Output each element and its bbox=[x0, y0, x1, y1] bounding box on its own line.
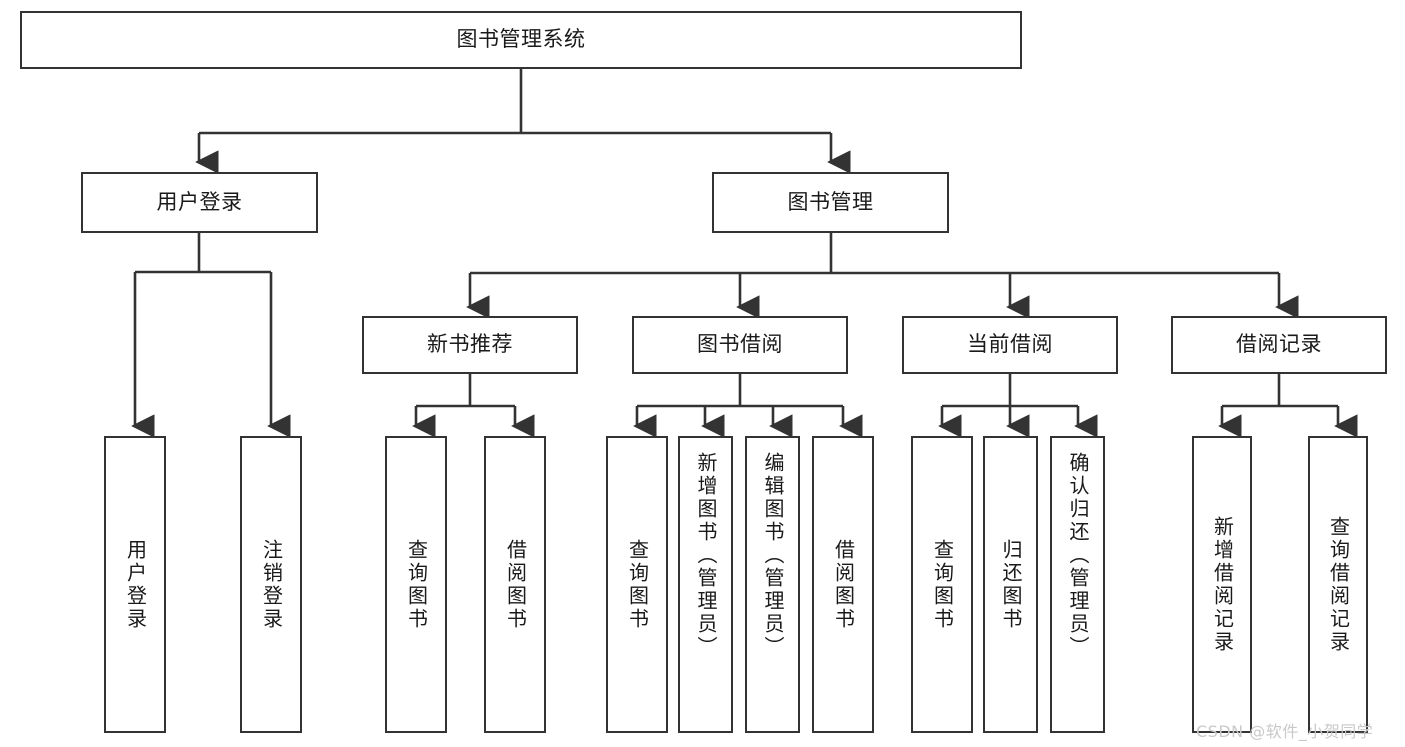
node-book-borrow[interactable]: 图书借阅 bbox=[632, 316, 848, 374]
node-leaf-add-record[interactable]: 新增借阅记录 bbox=[1192, 436, 1252, 733]
node-leaf-add-book[interactable]: 新增图书（管理员） bbox=[678, 436, 733, 733]
node-leaf-logout-label: 注销登录 bbox=[259, 538, 284, 631]
node-book-manage[interactable]: 图书管理 bbox=[712, 172, 949, 233]
node-leaf-query-book-1[interactable]: 查询图书 bbox=[385, 436, 447, 733]
node-leaf-query-book-1-label: 查询图书 bbox=[404, 538, 429, 631]
node-user-login[interactable]: 用户登录 bbox=[81, 172, 318, 233]
csdn-watermark: CSDN @软件_小贺同学 bbox=[1196, 722, 1374, 741]
node-leaf-query-record-label: 查询借阅记录 bbox=[1326, 515, 1351, 654]
node-leaf-edit-book[interactable]: 编辑图书（管理员） bbox=[745, 436, 800, 733]
node-leaf-borrow-book-2[interactable]: 借阅图书 bbox=[812, 436, 874, 733]
node-current-borrow[interactable]: 当前借阅 bbox=[902, 316, 1118, 374]
node-leaf-borrow-book-1-label: 借阅图书 bbox=[503, 538, 528, 631]
node-leaf-return-book-label: 归还图书 bbox=[999, 538, 1023, 631]
node-book-manage-label: 图书管理 bbox=[787, 189, 874, 214]
node-leaf-confirm-return[interactable]: 确认归还（管理员） bbox=[1050, 436, 1105, 733]
node-leaf-user-login[interactable]: 用户登录 bbox=[104, 436, 166, 733]
node-leaf-query-book-2[interactable]: 查询图书 bbox=[606, 436, 668, 733]
node-new-book-rec-label: 新书推荐 bbox=[427, 332, 513, 357]
node-borrow-record-label: 借阅记录 bbox=[1236, 332, 1322, 357]
node-user-login-label: 用户登录 bbox=[156, 189, 243, 214]
node-leaf-query-book-3-label: 查询图书 bbox=[930, 538, 955, 631]
node-leaf-borrow-book-2-label: 借阅图书 bbox=[831, 538, 856, 631]
node-leaf-query-record[interactable]: 查询借阅记录 bbox=[1308, 436, 1368, 733]
node-leaf-confirm-return-label: 确认归还（管理员） bbox=[1066, 452, 1090, 659]
node-current-borrow-label: 当前借阅 bbox=[967, 332, 1053, 357]
node-leaf-logout[interactable]: 注销登录 bbox=[240, 436, 302, 733]
node-book-borrow-label: 图书借阅 bbox=[697, 332, 783, 357]
node-leaf-user-login-label: 用户登录 bbox=[123, 538, 148, 631]
node-leaf-query-book-3[interactable]: 查询图书 bbox=[911, 436, 973, 733]
node-leaf-query-book-2-label: 查询图书 bbox=[625, 538, 650, 631]
node-leaf-edit-book-label: 编辑图书（管理员） bbox=[761, 452, 785, 659]
node-leaf-add-book-label: 新增图书（管理员） bbox=[694, 452, 718, 659]
node-leaf-add-record-label: 新增借阅记录 bbox=[1210, 515, 1235, 654]
node-root[interactable]: 图书管理系统 bbox=[20, 11, 1022, 69]
node-new-book-rec[interactable]: 新书推荐 bbox=[362, 316, 578, 374]
node-root-label: 图书管理系统 bbox=[456, 27, 586, 52]
node-leaf-borrow-book-1[interactable]: 借阅图书 bbox=[484, 436, 546, 733]
node-leaf-return-book[interactable]: 归还图书 bbox=[983, 436, 1038, 733]
node-borrow-record[interactable]: 借阅记录 bbox=[1171, 316, 1387, 374]
